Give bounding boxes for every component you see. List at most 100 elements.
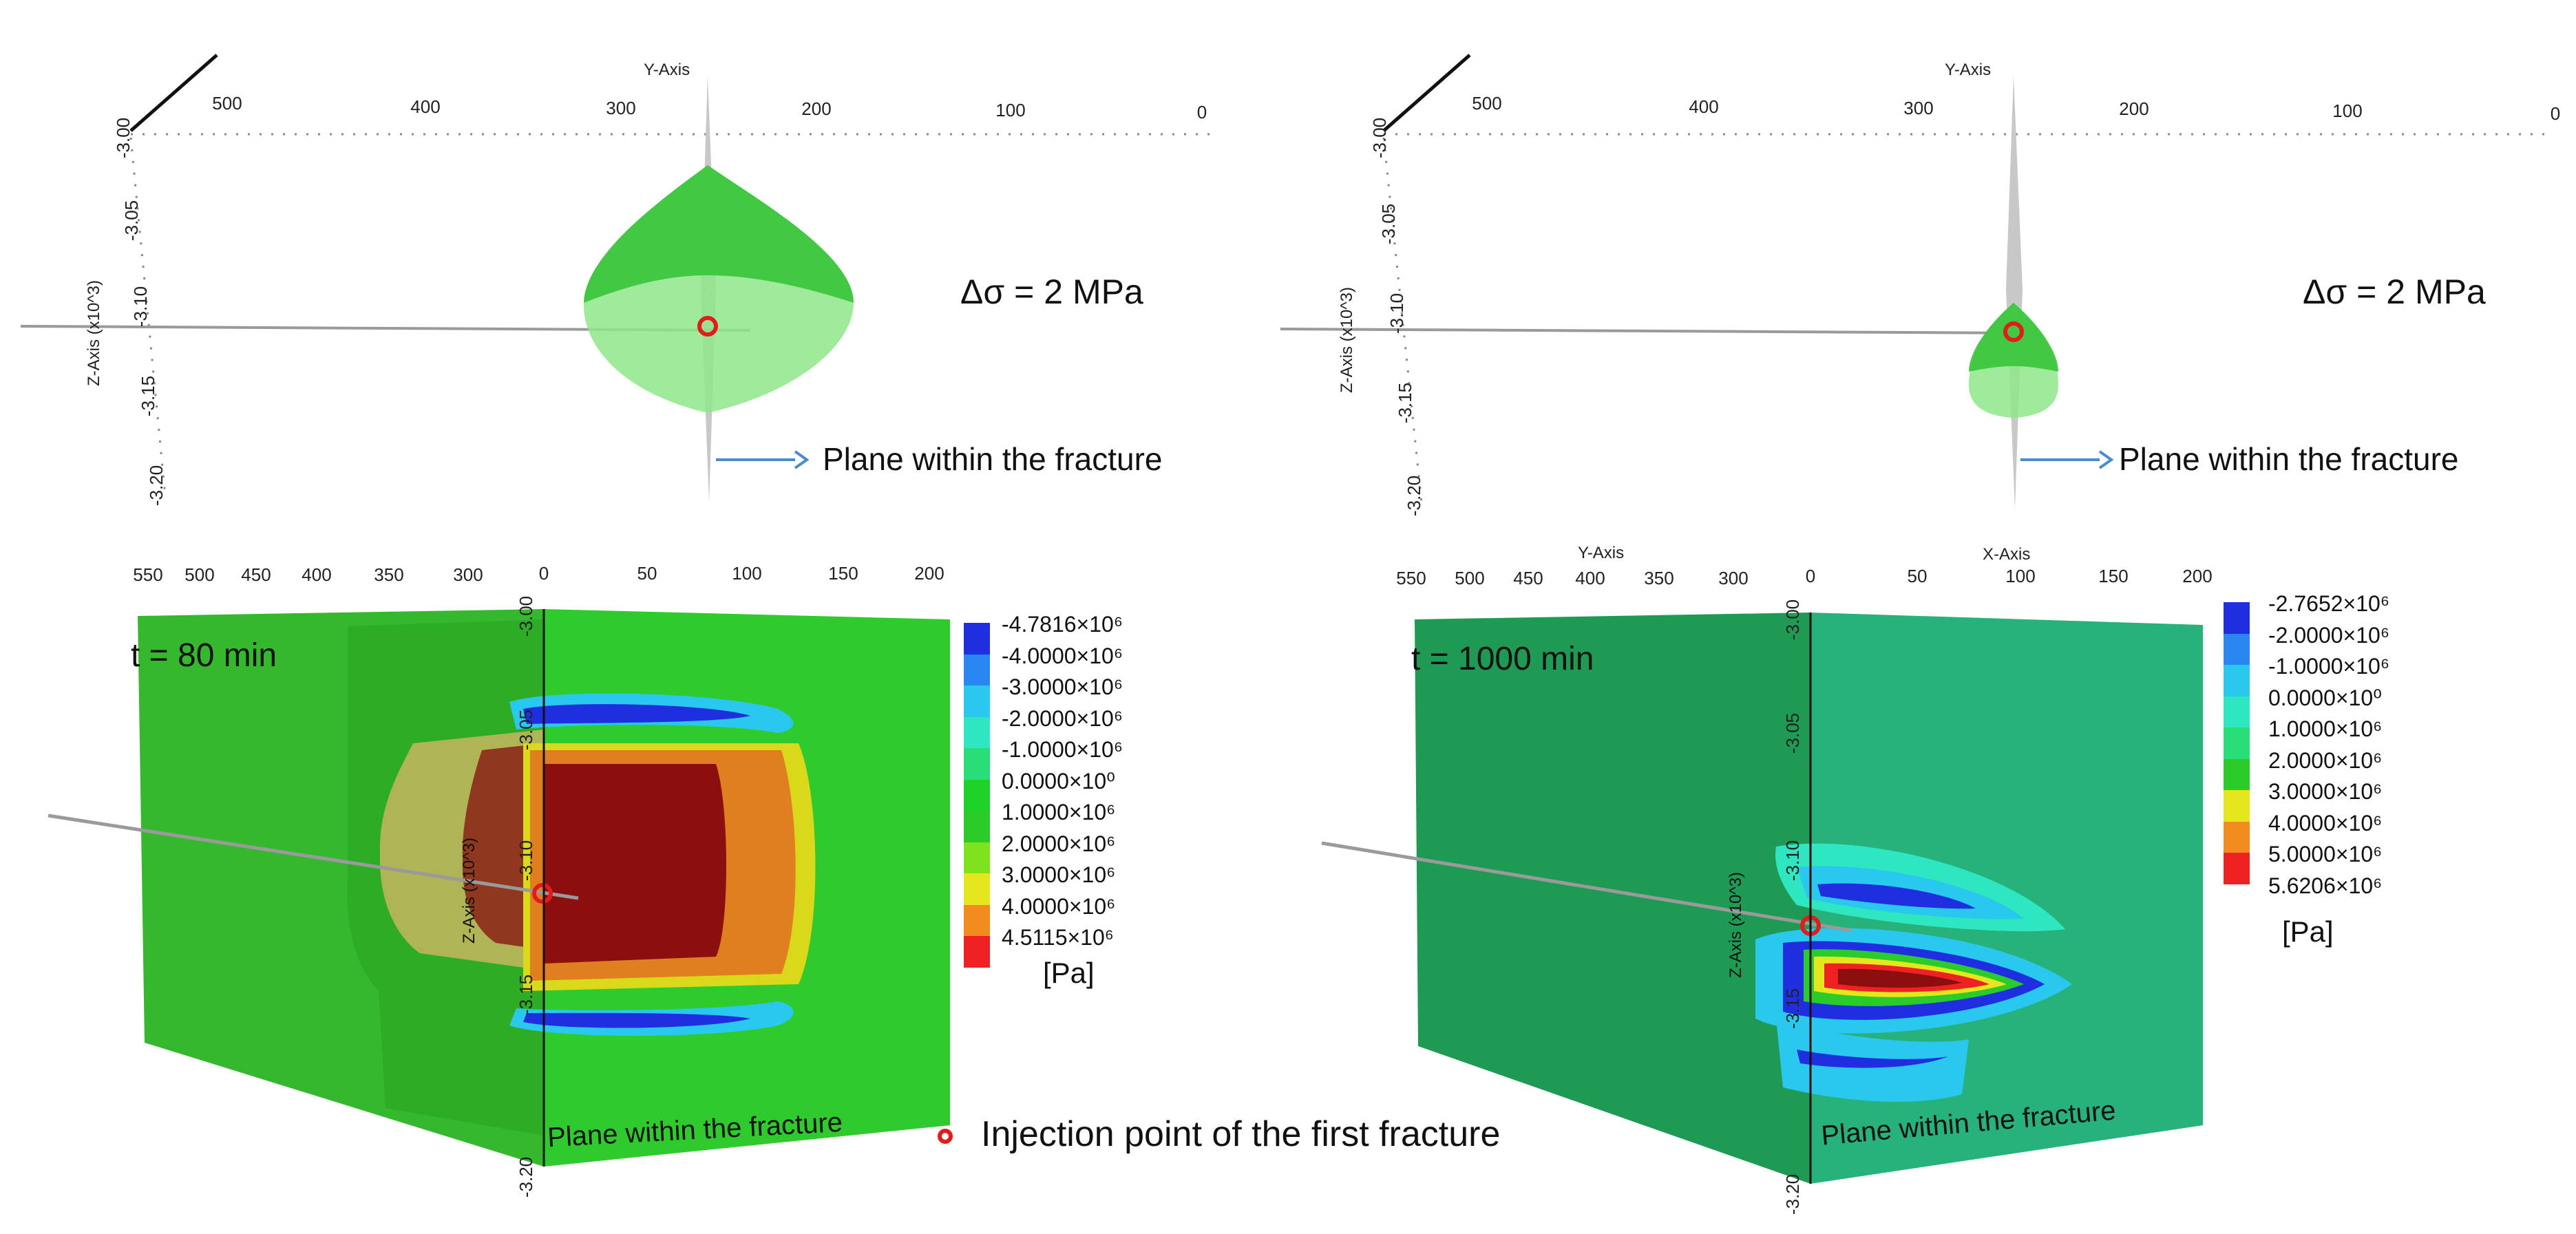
colorbar-labels-bottom-right: -2.7652×10⁶ -2.0000×10⁶ -1.0000×10⁶ 0.00… [2268, 588, 2389, 902]
colorbar-unit: [Pa] [2282, 915, 2334, 948]
top-tick: 300 [1718, 568, 1749, 588]
z-tick: -3.00 [1369, 117, 1391, 159]
y-axis-title-bottom: Y-Axis [1578, 544, 1625, 562]
bottom-left-stress-contour [47, 609, 950, 1167]
y-tick: 100 [2332, 100, 2363, 121]
top-right-3d-view [1280, 54, 2554, 509]
z-tick: -3.20 [1404, 475, 1425, 517]
top-tick: 550 [1396, 568, 1426, 588]
y-tick: 0 [2550, 103, 2561, 124]
y-tick: 0 [1196, 102, 1207, 123]
panel-top-right: Y-Axis 500 400 300 200 100 0 -3.00 -3.05… [1274, 0, 2576, 564]
top-tick: 450 [1513, 568, 1543, 588]
z-tick: -3.10 [516, 840, 537, 882]
top-tick: 450 [241, 564, 271, 585]
top-tick: 400 [302, 564, 332, 585]
colorbar-label: -4.7816×10⁶ [1002, 612, 1123, 637]
colorbar-label: 0.0000×10⁰ [1002, 768, 1115, 794]
y-axis-title: Y-Axis [1945, 61, 1992, 79]
colorbar-label: 4.0000×10⁶ [2268, 810, 2383, 836]
colorbar-swatch [964, 779, 990, 811]
y-tick: 200 [2119, 98, 2149, 119]
colorbar-swatch [964, 654, 990, 685]
z-axis-title: Z-Axis (x10^3) [84, 280, 103, 386]
y-tick: 500 [212, 93, 242, 114]
y-tick: 500 [1472, 93, 1502, 114]
colorbar-label: -3.0000×10⁶ [1002, 674, 1123, 699]
z-tick: -3.00 [516, 595, 537, 637]
colorbar-swatch [2224, 758, 2250, 790]
colorbar-label: 5.0000×10⁶ [2268, 842, 2383, 866]
colorbar-swatch [964, 685, 990, 717]
colorbar-swatch [2224, 665, 2250, 696]
y-axis-title: Y-Axis [644, 61, 690, 79]
colorbar-label: 3.0000×10⁶ [1002, 862, 1116, 887]
top-tick: 200 [2182, 566, 2213, 586]
top-tick: 300 [453, 564, 483, 585]
panel-top-left: Y-Axis 500 400 300 200 100 0 -3.00 -3.05… [0, 0, 1274, 544]
colorbar-label: -1.0000×10⁶ [1002, 737, 1123, 762]
top-tick: 350 [1644, 568, 1674, 588]
top-tick: 50 [637, 563, 657, 584]
colorbar-swatch [964, 842, 990, 873]
y-tick: 300 [1903, 98, 1934, 118]
z-tick: -3.00 [1782, 599, 1804, 641]
z-axis-title: Z-Axis (x10^3) [459, 838, 478, 944]
z-tick: -3.20 [1782, 1173, 1804, 1215]
plane-label: Plane within the fracture [2119, 441, 2459, 477]
z-tick: -3.15 [516, 974, 537, 1016]
colorbar-label: -2.0000×10⁶ [1002, 705, 1123, 731]
top-tick: 500 [1455, 568, 1485, 588]
delta-sigma-label: Δσ = 2 MPa [2303, 273, 2486, 311]
top-left-3d-view [20, 54, 1212, 502]
colorbar-labels-bottom-left: -4.7816×10⁶ -4.0000×10⁶ -3.0000×10⁶ -2.0… [1002, 609, 1123, 954]
colorbar-label: 2.0000×10⁶ [1002, 831, 1116, 856]
x-axis-title: X-Axis [1983, 545, 2031, 564]
colorbar-swatch [964, 811, 990, 842]
colorbar-swatch [964, 623, 990, 655]
top-tick: 50 [1907, 566, 1928, 586]
colorbar-label: 4.5115×10⁶ [1002, 925, 1114, 950]
z-tick: -3.05 [1782, 712, 1804, 754]
top-tick: 150 [2098, 566, 2129, 586]
top-tick: 350 [374, 564, 404, 585]
panel-bottom-right: t = 1000 min 550 500 450 400 350 300 0 5… [1274, 544, 2576, 1234]
colorbar-swatch [2224, 633, 2250, 665]
colorbar-label: 0.0000×10⁰ [2268, 685, 2382, 710]
z-tick: -3.15 [138, 375, 159, 417]
colorbar-swatch [2224, 821, 2250, 853]
top-tick: 100 [2005, 566, 2036, 586]
colorbar-label: 3.0000×10⁶ [2268, 779, 2383, 804]
z-tick: -3.20 [146, 465, 167, 507]
z-tick: -3.05 [121, 200, 142, 242]
colorbar-swatch [964, 904, 990, 936]
colorbar-swatch [964, 873, 990, 905]
y-tick: 100 [995, 100, 1026, 120]
time-label: t = 80 min [131, 637, 277, 674]
z-tick: -3.20 [516, 1156, 537, 1198]
colorbar-label: -2.7652×10⁶ [2268, 591, 2389, 616]
delta-sigma-label: Δσ = 2 MPa [960, 273, 1143, 311]
z-tick: -3.00 [113, 117, 134, 159]
z-axis-title: Z-Axis (x10^3) [1337, 287, 1356, 393]
colorbar-swatch [2224, 696, 2250, 727]
colorbar-swatch [2224, 727, 2250, 759]
z-tick: -3.05 [516, 709, 537, 751]
colorbar-swatch [2224, 853, 2250, 884]
y-tick: 400 [410, 96, 441, 117]
time-label: t = 1000 min [1411, 641, 1594, 677]
top-tick: 200 [914, 563, 944, 584]
top-tick: 150 [828, 563, 858, 584]
y-tick: 300 [606, 98, 636, 118]
colorbar-swatch [2224, 790, 2250, 822]
colorbar-label: -2.0000×10⁶ [2268, 622, 2389, 648]
colorbar-swatch [964, 936, 990, 968]
z-axis-title: Z-Axis (x10^3) [1726, 872, 1745, 978]
panel-bottom-left: t = 80 min 550 500 450 400 350 300 0 50 … [0, 544, 1170, 1234]
colorbar-swatch [964, 748, 990, 780]
colorbar-swatch [2224, 602, 2250, 634]
colorbar-label: 4.0000×10⁶ [1002, 893, 1116, 919]
z-tick: -3.10 [1386, 292, 1408, 334]
injection-point-label: Injection point of the first fracture [981, 1114, 1501, 1154]
z-tick: -3.15 [1395, 382, 1416, 424]
